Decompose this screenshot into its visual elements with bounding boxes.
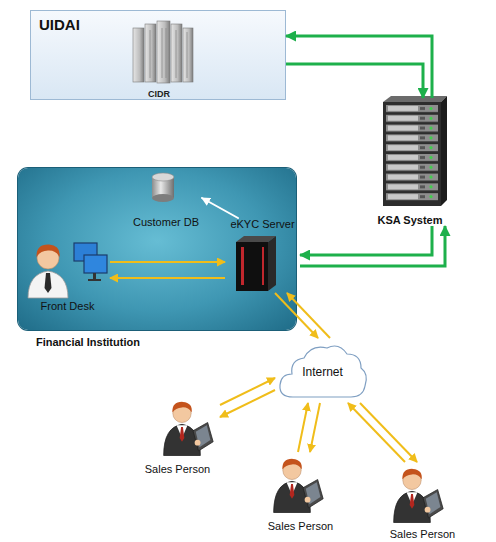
node-label: UIDAI bbox=[39, 16, 80, 33]
front-desk-art bbox=[28, 243, 107, 298]
server-node: eKYC Server bbox=[225, 218, 300, 293]
connector-arrow bbox=[202, 198, 238, 218]
person-node: Sales Person bbox=[258, 452, 343, 532]
connector-arrow bbox=[310, 403, 320, 452]
person-shirt bbox=[28, 271, 68, 298]
connector-arrow bbox=[286, 36, 432, 98]
rack-body bbox=[383, 102, 441, 206]
connector-arrow bbox=[300, 226, 432, 255]
server-slab bbox=[171, 24, 182, 82]
cidr-server-art bbox=[133, 21, 193, 83]
connector-arrow bbox=[110, 261, 225, 263]
server-node: CIDR bbox=[123, 19, 195, 99]
server-top bbox=[236, 236, 276, 242]
node-label: CIDR bbox=[123, 89, 195, 99]
node-label: eKYC Server bbox=[219, 218, 306, 230]
person-node: Front Desk bbox=[25, 232, 110, 312]
connector-arrow bbox=[348, 403, 405, 462]
server-slab bbox=[145, 24, 156, 82]
sales-person-figure bbox=[394, 469, 444, 523]
node-label: Internet bbox=[275, 365, 370, 379]
person-hair bbox=[36, 244, 59, 257]
connector-arrow bbox=[298, 403, 308, 452]
server-slab bbox=[157, 21, 170, 83]
node-label: Sales Person bbox=[123, 463, 232, 475]
node-label: KSA System bbox=[355, 214, 465, 226]
organization-box: Financial InstitutionCustomer DBeKYC Ser… bbox=[18, 168, 296, 330]
server-side bbox=[268, 236, 276, 291]
organization-band: UIDAI CIDR bbox=[30, 10, 286, 100]
node-label: Front Desk bbox=[13, 300, 122, 312]
person-node: Sales Person bbox=[135, 395, 220, 475]
node-label: Financial Institution bbox=[36, 336, 140, 348]
rack-top bbox=[383, 96, 447, 102]
server-node: KSA System bbox=[365, 98, 455, 226]
database-art bbox=[152, 173, 174, 202]
node-label: Customer DB bbox=[118, 216, 214, 228]
server-slab bbox=[183, 28, 193, 82]
node-label: Sales Person bbox=[368, 528, 477, 540]
server-slab bbox=[133, 28, 144, 82]
connector-arrow bbox=[360, 403, 417, 462]
rack-units bbox=[386, 104, 438, 202]
db-bottom bbox=[152, 194, 174, 202]
person-tie bbox=[45, 273, 52, 293]
person-node: Sales Person bbox=[380, 462, 465, 540]
monitor-stand bbox=[88, 279, 101, 281]
ekyc-server-art bbox=[236, 236, 276, 291]
node-label: Sales Person bbox=[246, 520, 355, 532]
ksa-rack-art bbox=[383, 96, 447, 206]
person-head bbox=[37, 247, 59, 269]
connector-arrow bbox=[110, 277, 225, 279]
rack-side bbox=[441, 96, 447, 206]
server-accent bbox=[241, 247, 244, 285]
sales-person-figure bbox=[274, 459, 324, 513]
connector-arrow bbox=[220, 378, 275, 405]
monitor-stand bbox=[93, 273, 96, 279]
server-grooves bbox=[150, 28, 187, 78]
monitor bbox=[74, 243, 97, 261]
monitor bbox=[84, 255, 107, 273]
connector-arrow bbox=[300, 226, 445, 266]
database-node: Customer DB bbox=[130, 170, 202, 228]
server-accent bbox=[262, 247, 264, 285]
connector-arrow bbox=[287, 293, 330, 338]
server-front bbox=[236, 242, 268, 291]
connector-arrow bbox=[275, 293, 318, 338]
db-body bbox=[152, 177, 174, 198]
sales-person-figure bbox=[164, 402, 214, 456]
db-top bbox=[152, 173, 174, 181]
connector-arrow bbox=[286, 64, 423, 98]
connector-arrow bbox=[220, 390, 275, 417]
cloud-node: Internet bbox=[275, 338, 370, 403]
